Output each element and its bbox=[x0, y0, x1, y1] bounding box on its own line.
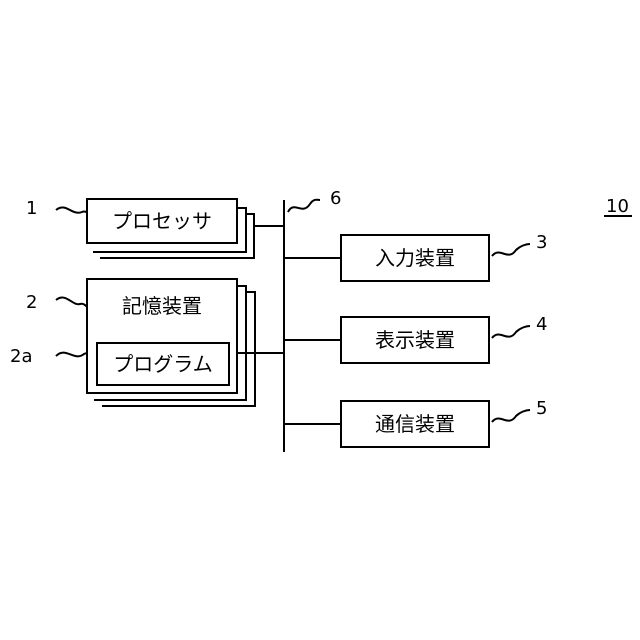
leader-input bbox=[492, 244, 530, 256]
input-device-label: 入力装置 bbox=[375, 248, 455, 268]
leader-bus bbox=[288, 200, 320, 212]
ref-processor: 1 bbox=[26, 200, 37, 218]
ref-bus: 6 bbox=[330, 190, 341, 208]
ref-comm: 5 bbox=[536, 400, 547, 418]
leader-memory bbox=[56, 298, 88, 308]
leader-display bbox=[492, 326, 530, 338]
leader-comm bbox=[492, 410, 530, 422]
comm-device-label: 通信装置 bbox=[375, 414, 455, 434]
program-label: プログラム bbox=[113, 354, 212, 374]
display-device-box: 表示装置 bbox=[340, 316, 490, 364]
processor-label: プロセッサ bbox=[112, 211, 212, 231]
display-device-label: 表示装置 bbox=[375, 330, 455, 350]
memory-label: 記憶装置 bbox=[122, 296, 202, 316]
program-box: プログラム bbox=[96, 342, 230, 386]
figure-ref: 10 bbox=[606, 198, 629, 216]
processor-box: プロセッサ bbox=[86, 198, 238, 244]
ref-program: 2a bbox=[10, 348, 32, 366]
comm-device-box: 通信装置 bbox=[340, 400, 490, 448]
ref-display: 4 bbox=[536, 316, 547, 334]
input-device-box: 入力装置 bbox=[340, 234, 490, 282]
ref-memory: 2 bbox=[26, 294, 37, 312]
ref-input: 3 bbox=[536, 234, 547, 252]
